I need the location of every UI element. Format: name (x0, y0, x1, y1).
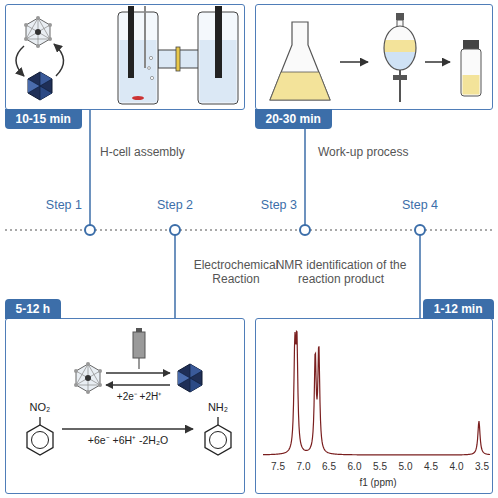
duration-tab: 1-12 min (423, 299, 494, 319)
axis-tick: 6.0 (348, 461, 362, 473)
step-marker: Step 2 (140, 198, 210, 238)
axis-tick: 3.5 (475, 461, 489, 473)
process-panel: 20-30 min (255, 4, 493, 110)
step-label: Step 2 (157, 198, 193, 213)
timeline-connector (304, 129, 306, 198)
timeline-connector (174, 238, 176, 318)
step-caption: NMR identification of the reaction produ… (268, 258, 414, 287)
axis-tick: 6.5 (322, 461, 336, 473)
axis-tick: 5.0 (399, 461, 413, 473)
step-caption: Electrochemical Reaction (184, 258, 288, 287)
step-caption: Work-up process (318, 145, 408, 159)
duration-tab: 20-30 min (255, 109, 332, 129)
step-label: Step 4 (402, 198, 438, 213)
axis-title: f1 (ppm) (359, 477, 396, 489)
duration-tab: 5-12 h (5, 299, 62, 319)
timeline-connector (419, 238, 421, 318)
axis-tick: 4.0 (450, 461, 464, 473)
step-caption: H-cell assembly (100, 145, 185, 159)
axis-tick: 4.5 (424, 461, 438, 473)
process-panel: 10-15 min (5, 4, 245, 110)
step-marker: Step 1 (26, 198, 96, 238)
chem-group: NO₂ (30, 401, 51, 414)
axis-tick: 5.5 (373, 461, 387, 473)
step-marker: Step 3 (241, 198, 311, 238)
step-marker: Step 4 (385, 198, 455, 238)
duration-tab: 10-15 min (5, 109, 82, 129)
step-label: Step 3 (261, 198, 297, 213)
axis-tick: 7.5 (271, 461, 285, 473)
reagent-note: +6e⁻ +6H⁺ -2H₂O (88, 434, 168, 447)
timeline-connector (89, 110, 91, 198)
reagent-note: +2e⁻ +2H⁺ (117, 391, 161, 403)
chem-group: NH₂ (208, 401, 228, 414)
step-label: Step 1 (46, 198, 82, 213)
axis-tick: 7.0 (297, 461, 311, 473)
